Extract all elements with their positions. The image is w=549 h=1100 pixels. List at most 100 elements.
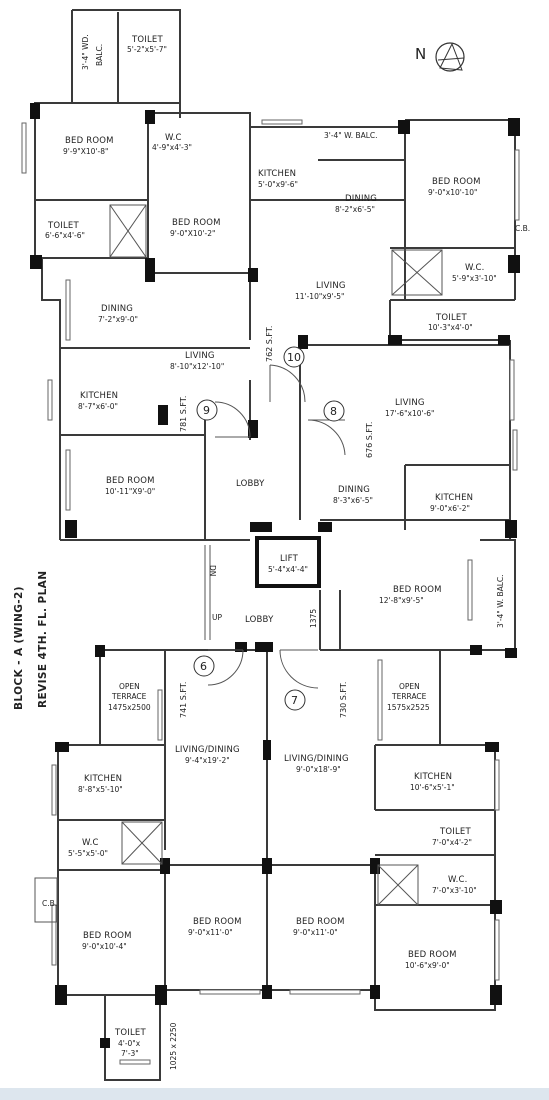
- kitchen2-dim: 8'-7"x6'-0": [78, 402, 118, 411]
- lift-label: LIFT: [280, 554, 299, 564]
- toilet3-label: TOILET: [435, 313, 467, 323]
- doors: [204, 364, 346, 689]
- bottom-band: [0, 1088, 549, 1100]
- wc2-dim: 5'-9"x3'-10": [452, 274, 497, 283]
- toilet-top-label: TOILET: [131, 35, 163, 45]
- living-dining1-dim: 9'-4"x19'-2": [185, 756, 230, 765]
- living3-label: LIVING: [395, 398, 425, 408]
- wc1-label: W.C: [165, 133, 182, 143]
- w-balc1-label: 3'-4" W. BALC.: [324, 131, 378, 140]
- up-label: UP: [212, 613, 222, 622]
- bed5-dim: 12'-8"x9'-5": [379, 596, 424, 605]
- flat9-label: 9: [203, 404, 210, 417]
- bed9-dim: 10'-6"x9'-0": [405, 961, 450, 970]
- sft741-label: 741 S.FT.: [179, 682, 188, 718]
- bed7-label: BED ROOM: [193, 917, 242, 927]
- wc2-label: W.C.: [465, 263, 485, 273]
- bed8-label: BED ROOM: [296, 917, 345, 927]
- toilet4-dim: 7'-0"x4'-2": [432, 838, 472, 847]
- living3-dim: 17'-6"x10'-6": [385, 409, 435, 418]
- kitchen5-dim: 10'-6"x5'-1": [410, 783, 455, 792]
- dining3-label: DINING: [338, 485, 370, 495]
- toilet3-dim: 10'-3"x4'-0": [428, 323, 473, 332]
- sft781-label: 781 S.FT.: [179, 396, 188, 432]
- dining2-dim: 7'-2"x9'-0": [98, 315, 138, 324]
- bed8-dim: 9'-0"x11'-0": [293, 928, 338, 937]
- flat8-label: 8: [330, 405, 337, 418]
- cb2-label: C.B.: [42, 899, 57, 908]
- w-balc2-label: 3'-4" W. BALC.: [496, 574, 505, 628]
- toilet2-label: TOILET: [47, 221, 79, 231]
- toilet5-label: TOILET: [114, 1028, 146, 1038]
- toilet4-label: TOILET: [439, 827, 471, 837]
- room-labels: TOILET 5'-2"x5'-7" 3'-4" WD. BALC. BED R…: [13, 34, 530, 1070]
- bed6-label: BED ROOM: [83, 931, 132, 941]
- block-a-title: BLOCK - A (WING-2): [13, 586, 25, 710]
- lobby1-label: LOBBY: [236, 479, 265, 489]
- flat-number-markers: [193, 346, 345, 711]
- ducts: [109, 204, 443, 906]
- north-label: N: [415, 45, 426, 63]
- dining3-dim: 8'-3"x6'-5": [333, 496, 373, 505]
- bed6-dim: 9'-0"x10'-4": [82, 942, 127, 951]
- wc4-dim: 7'-0"x3'-10": [432, 886, 477, 895]
- kitchen5-label: KITCHEN: [414, 772, 452, 782]
- dining1-label: DINING: [345, 194, 377, 204]
- kitchen4-dim: 8'-8"x5'-10": [78, 785, 123, 794]
- toilet2-dim: 6'-6"x4'-6": [45, 231, 85, 240]
- wd-balc-label: 3'-4" WD.: [81, 34, 90, 70]
- living-dining2-dim: 9'-0"x18'-9": [296, 765, 341, 774]
- kitchen2-label: KITCHEN: [80, 391, 118, 401]
- bed2-dim: 9'-0"x10'-10": [428, 188, 478, 197]
- wc3-label: W.C: [82, 838, 99, 848]
- bed1-dim: 9'-9"X10'-8": [63, 147, 108, 156]
- open-terrace1-label: OPEN: [119, 682, 140, 691]
- kitchen1-label: KITCHEN: [258, 169, 296, 179]
- sft730-label: 730 S.FT.: [339, 682, 348, 718]
- flat7-label: 7: [291, 694, 298, 707]
- flat6-label: 6: [200, 660, 207, 673]
- open-terrace2-label: OPEN: [399, 682, 420, 691]
- kitchen1-dim: 5'-0"x9'-6": [258, 180, 298, 189]
- sft676-label: 676 S.FT.: [365, 422, 374, 458]
- sft762-label: 762 S.FT.: [265, 326, 274, 362]
- bed1-label: BED ROOM: [65, 136, 114, 146]
- north-arrow-icon: [435, 42, 465, 72]
- living2-dim: 8'-10"x12'-10": [170, 362, 224, 371]
- living-dining2-label: LIVING/DINING: [284, 754, 349, 764]
- wc1-dim: 4'-9"x4'-3": [152, 143, 192, 152]
- open-terrace1-label-2: TERRACE: [111, 692, 147, 701]
- kitchen3-dim: 9'-0"x6'-2": [430, 504, 470, 513]
- windows: [21, 119, 520, 1065]
- flat10-label: 10: [287, 351, 301, 364]
- columns: [30, 103, 520, 1048]
- vertical-dim-label: 1025 x 2250: [169, 1022, 178, 1070]
- bed5-label: BED ROOM: [393, 585, 442, 595]
- open-terrace2-label-2: TERRACE: [391, 692, 427, 701]
- lift-dim: 5'-4"x4'-4": [268, 565, 308, 574]
- kitchen3-label: KITCHEN: [435, 493, 473, 503]
- dim-1375-label: 1375: [309, 609, 318, 628]
- revise-plan-title: REVISE 4TH. FL. PLAN: [37, 571, 49, 708]
- living2-label: LIVING: [185, 351, 215, 361]
- dining1-dim: 8'-2"x6'-5": [335, 205, 375, 214]
- toilet5-dim-2: 7'-3": [121, 1049, 139, 1058]
- open-terrace1-dim: 1475x2500: [108, 703, 151, 712]
- living1-label: LIVING: [316, 281, 346, 291]
- bed9-label: BED ROOM: [408, 950, 457, 960]
- dining2-label: DINING: [101, 304, 133, 314]
- cb1-label: C.B.: [515, 224, 530, 233]
- toilet-top-dim: 5'-2"x5'-7": [127, 45, 167, 54]
- wc4-label: W.C.: [448, 875, 468, 885]
- kitchen4-label: KITCHEN: [84, 774, 122, 784]
- toilet5-dim-1: 4'-0"x: [118, 1039, 141, 1048]
- bed2-label: BED ROOM: [432, 177, 481, 187]
- wd-balc-label-2: BALC.: [95, 44, 104, 66]
- bed3-label: BED ROOM: [172, 218, 221, 228]
- cb2-box: [34, 877, 58, 923]
- bed3-dim: 9'-0"X10'-2": [170, 229, 215, 238]
- bed4-dim: 10'-11"X9'-0": [105, 487, 155, 496]
- bed7-dim: 9'-0"x11'-0": [188, 928, 233, 937]
- living1-dim: 11'-10"x9'-5": [295, 292, 345, 301]
